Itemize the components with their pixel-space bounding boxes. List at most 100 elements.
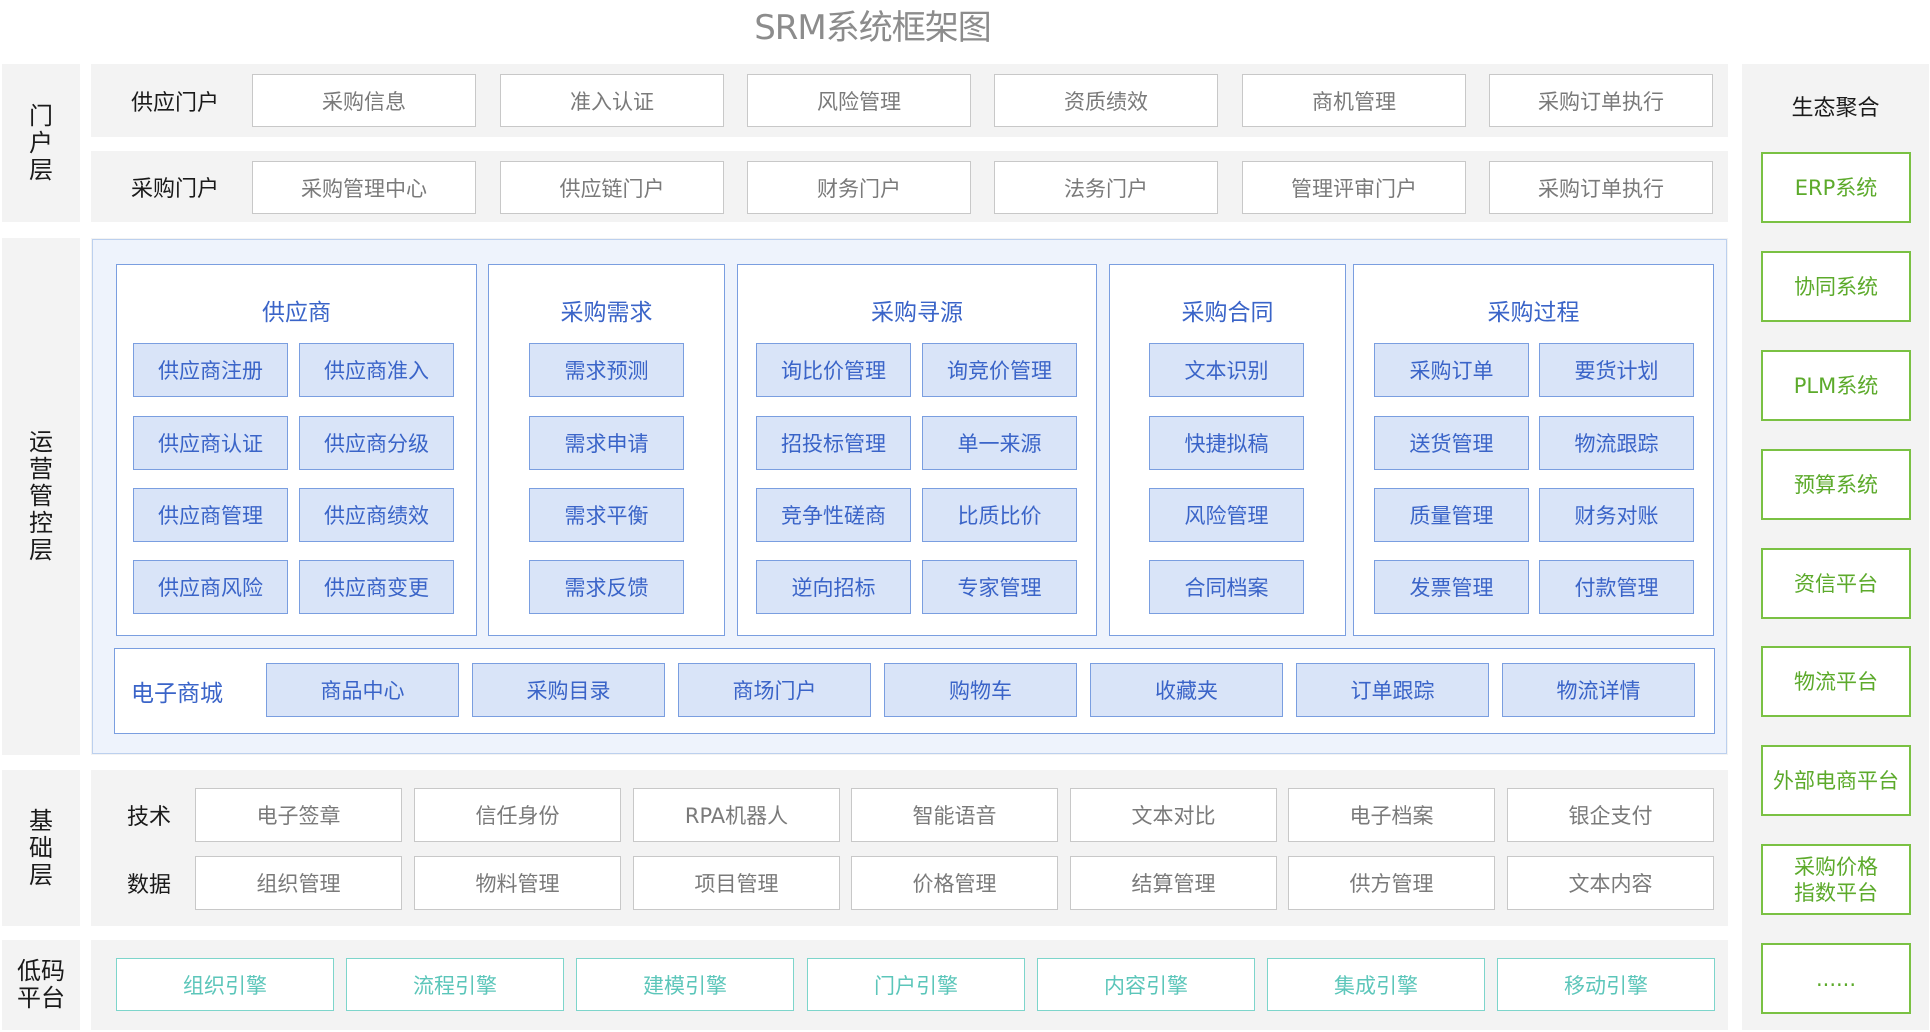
section-sourcing-title: 采购寻源	[871, 300, 963, 326]
supplier-item[interactable]: 供应商风险	[133, 560, 288, 614]
portal-layer-label-text: 门 户 层	[29, 101, 53, 184]
lowcode-engine[interactable]: 流程引擎	[346, 958, 564, 1011]
lowcode-engine[interactable]: 内容引擎	[1037, 958, 1255, 1011]
process-item[interactable]: 要货计划	[1539, 343, 1694, 397]
sourcing-item[interactable]: 比质比价	[922, 488, 1077, 542]
lowcode-engine[interactable]: 移动引擎	[1497, 958, 1715, 1011]
demand-item[interactable]: 需求反馈	[529, 560, 684, 614]
section-contract-title: 采购合同	[1181, 300, 1274, 326]
contract-item[interactable]: 文本识别	[1149, 343, 1304, 397]
lowcode-layer-label-text: 低码 平台	[17, 957, 65, 1012]
base-tech-item[interactable]: 智能语音	[851, 788, 1058, 842]
eco-system[interactable]: 资信平台	[1761, 548, 1911, 619]
lowcode-engine[interactable]: 集成引擎	[1267, 958, 1485, 1011]
supplier-item[interactable]: 供应商注册	[133, 343, 288, 397]
contract-item[interactable]: 快捷拟稿	[1149, 416, 1304, 470]
sourcing-item[interactable]: 询竞价管理	[922, 343, 1077, 397]
sourcing-item[interactable]: 逆向招标	[756, 560, 911, 614]
eco-system[interactable]: PLM系统	[1761, 350, 1911, 421]
sourcing-item[interactable]: 竞争性磋商	[756, 488, 911, 542]
emall-item[interactable]: 收藏夹	[1090, 663, 1283, 717]
base-data-item[interactable]: 组织管理	[195, 856, 402, 910]
base-data-item[interactable]: 项目管理	[633, 856, 840, 910]
eco-system[interactable]: 采购价格 指数平台	[1761, 844, 1911, 915]
process-item[interactable]: 质量管理	[1374, 488, 1529, 542]
contract-item[interactable]: 风险管理	[1149, 488, 1304, 542]
portal-purchase-item[interactable]: 法务门户	[994, 161, 1218, 214]
emall-item[interactable]: 采购目录	[472, 663, 665, 717]
sourcing-item[interactable]: 单一来源	[922, 416, 1077, 470]
portal-purchase-item[interactable]: 采购订单执行	[1489, 161, 1713, 214]
process-item[interactable]: 付款管理	[1539, 560, 1694, 614]
supplier-item[interactable]: 供应商变更	[299, 560, 454, 614]
base-data-item[interactable]: 结算管理	[1070, 856, 1277, 910]
process-item[interactable]: 采购订单	[1374, 343, 1529, 397]
eco-system[interactable]: 预算系统	[1761, 449, 1911, 520]
base-row-data-label: 数据	[127, 873, 172, 898]
base-data-item[interactable]: 价格管理	[851, 856, 1058, 910]
process-item[interactable]: 发票管理	[1374, 560, 1529, 614]
portal-purchase-item[interactable]: 采购管理中心	[252, 161, 476, 214]
eco-system[interactable]: ERP系统	[1761, 152, 1911, 223]
portal-supply-item[interactable]: 采购信息	[252, 74, 476, 127]
base-layer-label: 基 础 层	[2, 770, 80, 926]
portal-layer-label: 门 户 层	[2, 64, 80, 222]
base-data-item[interactable]: 文本内容	[1507, 856, 1714, 910]
eco-system[interactable]: 物流平台	[1761, 646, 1911, 717]
emall-item[interactable]: 商品中心	[266, 663, 459, 717]
base-row-tech-label: 技术	[127, 805, 172, 830]
supplier-item[interactable]: 供应商分级	[299, 416, 454, 470]
ops-layer-label-text: 运 营 管 控 层	[29, 428, 53, 564]
base-tech-item[interactable]: 信任身份	[414, 788, 621, 842]
base-tech-item[interactable]: RPA机器人	[633, 788, 840, 842]
portal-row-supply-label: 供应门户	[131, 90, 220, 116]
supplier-item[interactable]: 供应商准入	[299, 343, 454, 397]
emall-item[interactable]: 商场门户	[678, 663, 871, 717]
lowcode-engine[interactable]: 建模引擎	[576, 958, 794, 1011]
portal-purchase-item[interactable]: 财务门户	[747, 161, 971, 214]
section-supplier-title: 供应商	[262, 300, 331, 326]
base-data-item[interactable]: 供方管理	[1288, 856, 1495, 910]
demand-item[interactable]: 需求预测	[529, 343, 684, 397]
section-demand-title: 采购需求	[560, 300, 653, 326]
process-item[interactable]: 送货管理	[1374, 416, 1529, 470]
ops-layer-label: 运 营 管 控 层	[2, 238, 80, 755]
portal-purchase-item[interactable]: 供应链门户	[500, 161, 724, 214]
base-tech-item[interactable]: 银企支付	[1507, 788, 1714, 842]
emall-item[interactable]: 购物车	[884, 663, 1077, 717]
lowcode-layer-label: 低码 平台	[2, 940, 80, 1030]
process-item[interactable]: 物流跟踪	[1539, 416, 1694, 470]
eco-title: 生态聚合	[1791, 96, 1880, 121]
portal-purchase-item[interactable]: 管理评审门户	[1242, 161, 1466, 214]
base-tech-item[interactable]: 电子签章	[195, 788, 402, 842]
portal-row-purchase-label: 采购门户	[131, 176, 220, 202]
process-item[interactable]: 财务对账	[1539, 488, 1694, 542]
supplier-item[interactable]: 供应商绩效	[299, 488, 454, 542]
portal-supply-item[interactable]: 资质绩效	[994, 74, 1218, 127]
supplier-item[interactable]: 供应商管理	[133, 488, 288, 542]
sourcing-item[interactable]: 询比价管理	[756, 343, 911, 397]
eco-system[interactable]: 协同系统	[1761, 251, 1911, 322]
supplier-item[interactable]: 供应商认证	[133, 416, 288, 470]
portal-supply-item[interactable]: 采购订单执行	[1489, 74, 1713, 127]
lowcode-engine[interactable]: 门户引擎	[807, 958, 1025, 1011]
portal-supply-item[interactable]: 准入认证	[500, 74, 724, 127]
sourcing-item[interactable]: 招投标管理	[756, 416, 911, 470]
emall-item[interactable]: 订单跟踪	[1296, 663, 1489, 717]
base-data-item[interactable]: 物料管理	[414, 856, 621, 910]
portal-supply-item[interactable]: 商机管理	[1242, 74, 1466, 127]
lowcode-engine[interactable]: 组织引擎	[116, 958, 334, 1011]
contract-item[interactable]: 合同档案	[1149, 560, 1304, 614]
section-process-title: 采购过程	[1487, 300, 1580, 326]
eco-system[interactable]: 外部电商平台	[1761, 745, 1911, 816]
emall-label: 电子商城	[131, 681, 223, 707]
demand-item[interactable]: 需求申请	[529, 416, 684, 470]
demand-item[interactable]: 需求平衡	[529, 488, 684, 542]
sourcing-item[interactable]: 专家管理	[922, 560, 1077, 614]
base-tech-item[interactable]: 电子档案	[1288, 788, 1495, 842]
base-layer-label-text: 基 础 层	[29, 806, 53, 889]
portal-supply-item[interactable]: 风险管理	[747, 74, 971, 127]
base-tech-item[interactable]: 文本对比	[1070, 788, 1277, 842]
emall-item[interactable]: 物流详情	[1502, 663, 1695, 717]
eco-system-more[interactable]: ......	[1761, 943, 1911, 1014]
